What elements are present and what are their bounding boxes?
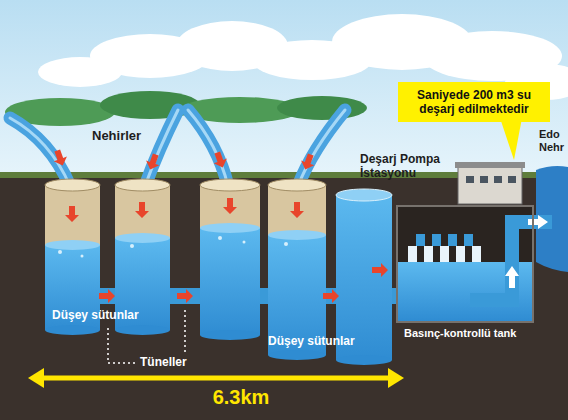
bubble (243, 241, 246, 244)
pump-station-building (455, 162, 525, 204)
shaft-label: Düşey sütunlar (52, 308, 139, 322)
flow-arrow (177, 289, 193, 303)
tunnel-label: Tüneller (140, 355, 187, 369)
window (480, 176, 488, 183)
bubble (58, 250, 62, 254)
shaft-wall (115, 185, 170, 238)
pump (456, 246, 465, 262)
pump (424, 246, 433, 262)
shaft-top (268, 179, 326, 191)
water-surface (115, 233, 170, 243)
river-label: Nehirler (92, 128, 141, 144)
shaft-top (115, 179, 170, 191)
flow-arrow (290, 202, 304, 218)
tunnel (324, 288, 338, 304)
shaft-top (200, 179, 260, 191)
river (188, 110, 228, 186)
pump (440, 246, 449, 262)
river-highlight (298, 110, 345, 186)
shaft-label: Düşey sütunlar (268, 334, 355, 348)
shaft-bottom (115, 325, 170, 335)
discharge-pipe (470, 222, 552, 300)
pump (432, 234, 441, 246)
shaft-bottom (268, 350, 326, 360)
tunnel (98, 288, 117, 304)
pressure-tank: Basınç-kontrollü tank (396, 205, 534, 345)
flow-arrow (223, 198, 237, 214)
flow-arrow (51, 148, 70, 168)
window (508, 176, 516, 183)
dimension-line (42, 376, 390, 381)
water-surface (45, 240, 100, 250)
bubble (81, 255, 84, 258)
red-arrows (51, 148, 388, 303)
callout-box: Saniyede 200 m3 su deşarj edilmektedir (398, 82, 550, 122)
flow-arrow (144, 152, 163, 172)
vertical-shaft (268, 179, 326, 360)
shaft-top (336, 189, 392, 201)
arrow-head (388, 368, 404, 388)
river (298, 110, 345, 186)
flow-arrow (299, 152, 318, 172)
flow-arrow (99, 289, 115, 303)
flow-arrow (372, 263, 388, 277)
water-surface (268, 230, 326, 240)
flow-arrow (211, 150, 230, 170)
shaft-bottom (200, 330, 260, 340)
ground (0, 172, 568, 420)
water-surface (200, 223, 260, 233)
length-arrow (28, 368, 404, 388)
bubble (284, 242, 288, 246)
length-dimension: 6.3km (186, 385, 296, 409)
flow-arrow (135, 202, 149, 218)
river (10, 118, 70, 186)
bubbles (58, 236, 288, 258)
window (466, 176, 474, 183)
river (145, 110, 178, 186)
shaft-wall (268, 185, 326, 235)
pumps (408, 234, 481, 262)
pump (464, 234, 473, 246)
sky (0, 0, 568, 176)
shaft-bottom (45, 325, 100, 335)
leader-line (184, 309, 186, 352)
arrow-head (28, 368, 44, 388)
shaft-top (45, 179, 100, 191)
roof (455, 162, 525, 168)
pump (472, 246, 481, 262)
callout-text: Saniyede 200 m3 su deşarj edilmektedir (404, 88, 544, 117)
pump (408, 246, 417, 262)
river-name: Edo Nehr (539, 128, 567, 154)
rivers (10, 110, 345, 186)
leader-line (108, 328, 135, 363)
station-heading: Deşarj Pompa İstasyonu (360, 152, 452, 181)
pump (448, 234, 457, 246)
shaft-water (200, 228, 260, 335)
flow-arrow (528, 215, 548, 229)
pump (416, 234, 425, 246)
river-highlight (10, 118, 70, 186)
flow-arrow (323, 289, 339, 303)
flow-arrow (505, 266, 519, 288)
river-highlight (145, 110, 178, 186)
shaft-bottom (336, 355, 392, 365)
callout-pointer (500, 118, 522, 160)
flow-arrow (65, 206, 79, 222)
bubble (218, 236, 222, 240)
window (494, 176, 502, 183)
tank-outline (396, 205, 534, 323)
building (458, 166, 522, 204)
tunnel (168, 288, 202, 304)
shaft-wall (45, 185, 100, 245)
vertical-shaft (200, 179, 260, 340)
bubble (130, 244, 134, 248)
pump-station: Deşarj Pompa İstasyonu (360, 152, 520, 202)
hill (277, 96, 367, 120)
river-highlight (188, 110, 228, 186)
tank-label: Basınç-kontrollü tank (396, 327, 534, 340)
